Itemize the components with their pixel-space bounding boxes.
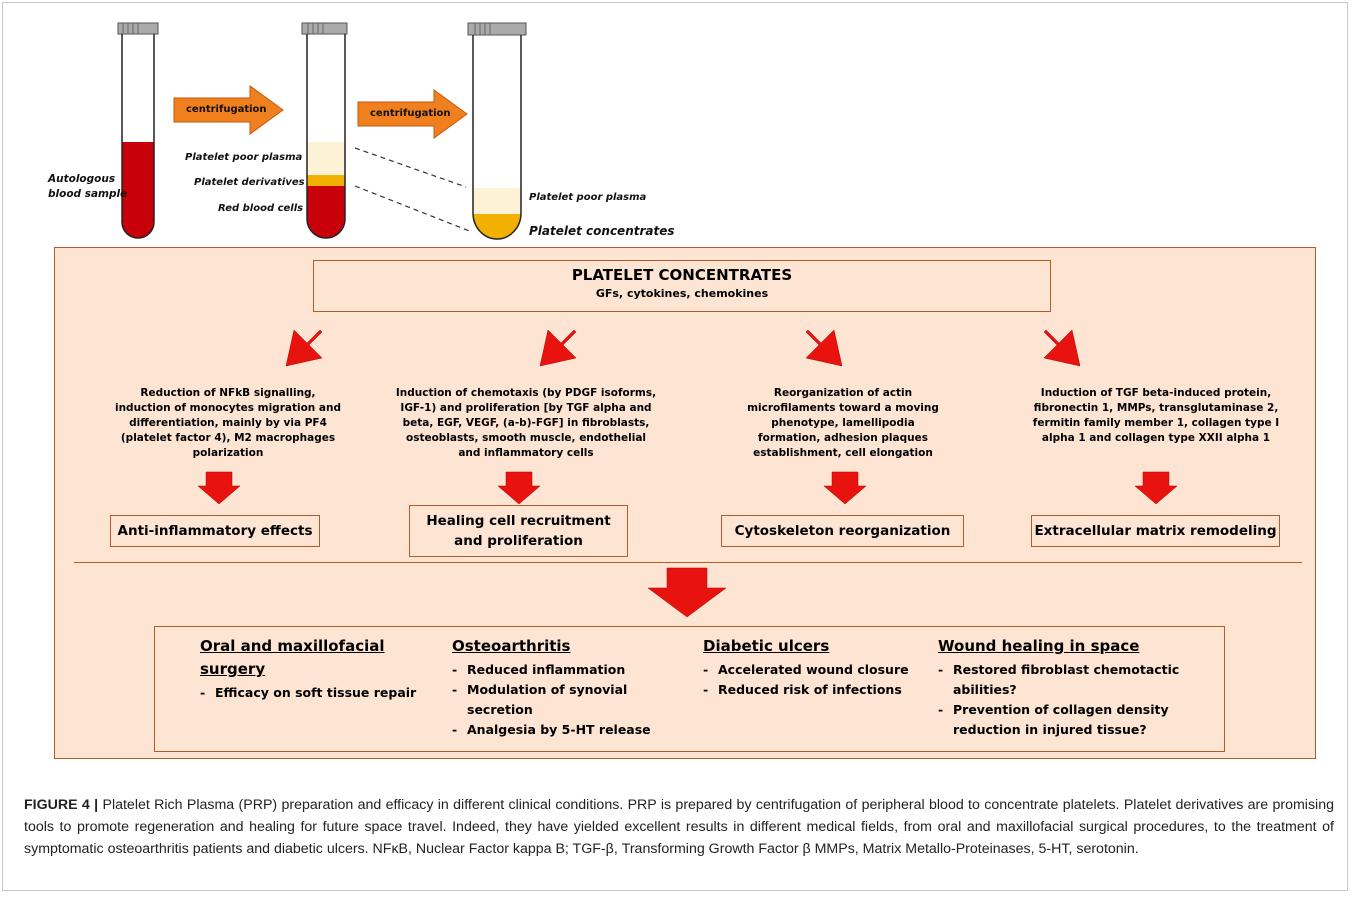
- effect-box-healing: Healing cell recruitment and proliferati…: [409, 505, 628, 557]
- clinical-item: Reduced inflammation: [452, 660, 682, 680]
- tube-platelet-concentrates: [467, 22, 527, 240]
- divider-line: [74, 562, 1302, 563]
- clinical-list: Reduced inflammation Modulation of synov…: [452, 660, 682, 740]
- arrow-down: [1134, 471, 1178, 505]
- mechanism-text: Reorganization of actin microfilaments t…: [747, 387, 939, 459]
- effect-box-anti-inflammatory: Anti-inflammatory effects: [110, 515, 320, 547]
- final-layer-label: Platelet poor plasma: [529, 192, 647, 203]
- clinical-title: Diabetic ulcers: [703, 637, 830, 655]
- clinical-column-oral: Oral and maxillofacial surgery Efficacy …: [200, 635, 425, 703]
- platelet-concentrates-title: PLATELET CONCENTRATES: [571, 266, 793, 284]
- clinical-list: Accelerated wound closure Reduced risk o…: [703, 660, 933, 700]
- clinical-column-diabetic: Diabetic ulcers Accelerated wound closur…: [703, 635, 933, 700]
- clinical-item: Restored fibroblast chemotactic abilitie…: [938, 660, 1218, 700]
- effect-box-cytoskeleton: Cytoskeleton reorganization: [721, 515, 964, 547]
- clinical-column-space: Wound healing in space Restored fibrobla…: [938, 635, 1218, 740]
- arrow-down: [823, 471, 867, 505]
- clinical-list: Restored fibroblast chemotactic abilitie…: [938, 660, 1218, 740]
- clinical-item: Reduced risk of infections: [703, 680, 933, 700]
- effect-box-ecm: Extracellular matrix remodeling: [1031, 515, 1280, 547]
- centrifugation-label: centrifugation: [186, 104, 267, 115]
- platelet-concentrates-box: PLATELET CONCENTRATES GFs, cytokines, ch…: [313, 260, 1051, 312]
- clinical-item: Efficacy on soft tissue repair: [200, 683, 425, 703]
- tube-separated-layers: [301, 22, 348, 239]
- centrifugation-label: centrifugation: [370, 108, 451, 119]
- clinical-list: Efficacy on soft tissue repair: [200, 683, 425, 703]
- clinical-title: Osteoarthritis: [452, 637, 571, 655]
- clinical-item: Accelerated wound closure: [703, 660, 933, 680]
- arrow-down-right: [1043, 329, 1081, 367]
- arrow-down: [197, 471, 241, 505]
- preparation-diagram: [117, 22, 527, 240]
- clinical-title: Oral and maxillofacial surgery: [200, 637, 385, 678]
- platelet-concentrates-subtitle: GFs, cytokines, chemokines: [595, 287, 769, 300]
- mechanism-text: Induction of chemotaxis (by PDGF isoform…: [395, 387, 657, 459]
- tube-blood-sample: [117, 22, 159, 239]
- centrifugation-arrow: [173, 85, 284, 135]
- centrifugation-arrow: [357, 89, 468, 139]
- clinical-column-osteoarthritis: Osteoarthritis Reduced inflammation Modu…: [452, 635, 682, 740]
- clinical-item: Modulation of synovial secretion: [452, 680, 682, 720]
- dashed-connector: [354, 147, 467, 188]
- blood-sample-label: Autologous blood sample: [48, 173, 128, 200]
- arrow-down-left: [285, 329, 323, 367]
- mechanism-text: Reduction of NFkB signalling, induction …: [114, 387, 341, 459]
- arrow-down-large: [647, 567, 727, 618]
- clinical-item: Prevention of collagen density reduction…: [938, 700, 1218, 740]
- mechanism-text: Induction of TGF beta-induced protein, f…: [1032, 387, 1280, 444]
- arrow-down-left: [539, 329, 577, 367]
- layer-label: Platelet derivatives: [194, 177, 305, 188]
- caption-text: Platelet Rich Plasma (PRP) preparation a…: [24, 797, 1334, 857]
- final-layer-label: Platelet concentrates: [529, 224, 675, 238]
- layer-label: Red blood cells: [218, 203, 304, 214]
- layer-label: Platelet poor plasma: [185, 152, 303, 163]
- figure-label: FIGURE 4 |: [24, 797, 99, 813]
- arrow-down: [497, 471, 541, 505]
- clinical-title: Wound healing in space: [938, 637, 1140, 655]
- figure-caption: FIGURE 4 | Platelet Rich Plasma (PRP) pr…: [24, 794, 1334, 860]
- arrow-down-right: [805, 329, 843, 367]
- clinical-applications-box: Oral and maxillofacial surgery Efficacy …: [154, 626, 1225, 752]
- clinical-item: Analgesia by 5-HT release: [452, 720, 682, 740]
- dashed-connector: [354, 185, 473, 233]
